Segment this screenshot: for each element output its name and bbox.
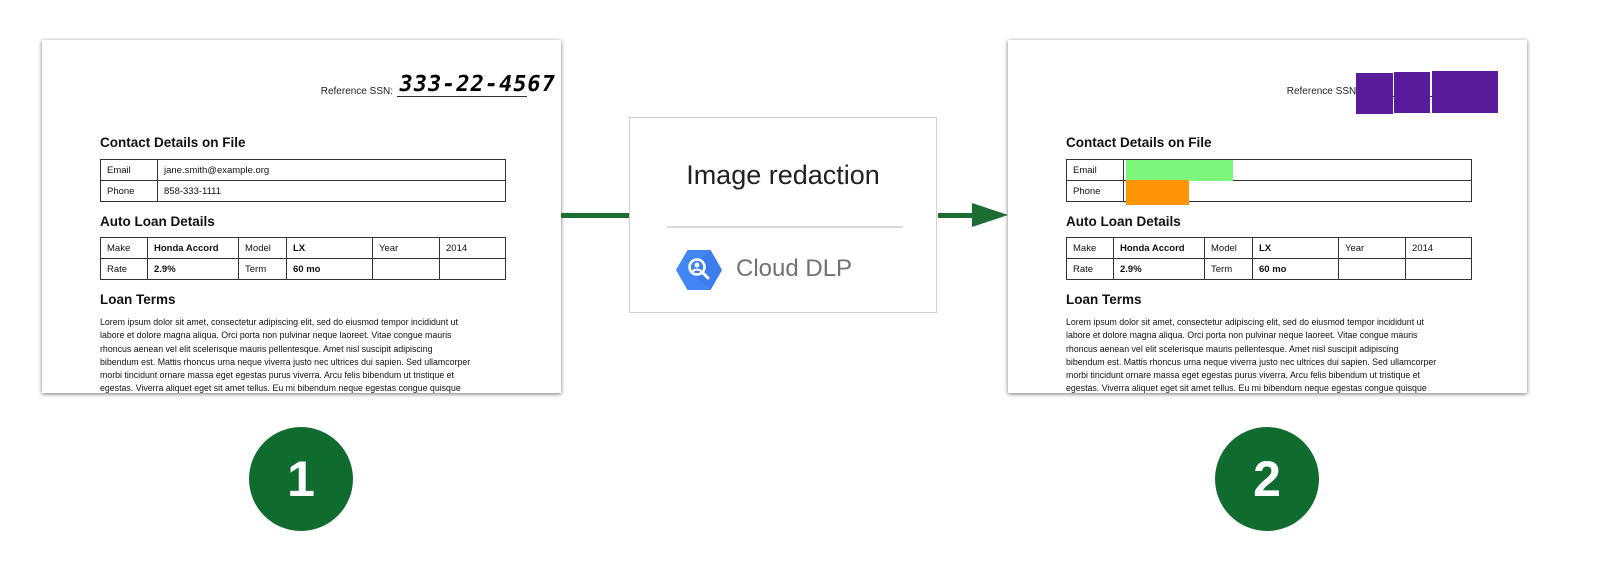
- loan-title: Auto Loan Details: [1066, 214, 1181, 229]
- email-value: jane.smith@example.org: [157, 159, 506, 181]
- redacted-document: Reference SSN: Contact Details on File E…: [1008, 40, 1527, 393]
- table-cell: Term: [238, 258, 287, 280]
- text-line: rhoncus aenean vel elit scelerisque maur…: [100, 343, 433, 354]
- table-cell: 2014: [439, 237, 506, 259]
- table-cell: Rate: [1066, 258, 1114, 280]
- table-cell: Year: [1338, 237, 1406, 259]
- table-cell: Rate: [100, 258, 148, 280]
- process-divider: [667, 226, 903, 228]
- ssn-handwritten: 333-22-4567: [396, 72, 558, 97]
- reference-ssn: Reference SSN: 333-22-4567: [320, 72, 558, 97]
- phone-value-redacted: [1123, 180, 1472, 202]
- text-line: rhoncus aenean vel elit scelerisque maur…: [1066, 343, 1399, 354]
- text-line: bibendum est. Mattis rhoncus urna neque …: [1066, 356, 1437, 367]
- ssn-line: 333-22-4567: [397, 72, 558, 97]
- email-label: Email: [1066, 159, 1124, 181]
- loan-terms-text: Lorem ipsum dolor sit amet, consectetur …: [1066, 316, 1466, 393]
- ssn-redaction-box: [1356, 73, 1393, 114]
- loan-table: Make Honda Accord Model LX Year 2014 Rat…: [100, 237, 506, 280]
- process-box: Image redaction Cloud DLP: [629, 117, 937, 313]
- cloud-dlp-icon: [676, 250, 722, 290]
- phone-label: Phone: [1066, 180, 1124, 202]
- process-title: Image redaction: [686, 160, 880, 190]
- step-1-badge: 1: [249, 427, 353, 531]
- table-row: Phone 858-333-1111: [100, 180, 506, 202]
- text-line: morbi tincidunt ornare massa eget egesta…: [1066, 370, 1421, 381]
- table-cell: Model: [1204, 237, 1253, 259]
- table-cell: Make: [1066, 237, 1114, 259]
- table-cell: [372, 258, 440, 280]
- contact-table: Email jane.smith@example.org Phone 858-3…: [100, 159, 506, 202]
- table-row: Email jane.smith@example.org: [100, 159, 506, 181]
- table-row: Make Honda Accord Model LX Year 2014: [1066, 237, 1472, 259]
- reference-ssn-label: Reference SSN:: [1286, 86, 1359, 97]
- reference-ssn-label: Reference SSN:: [320, 86, 393, 97]
- table-cell: LX: [1252, 237, 1339, 259]
- contact-title: Contact Details on File: [100, 135, 246, 150]
- email-label: Email: [100, 159, 158, 181]
- table-row: Make Honda Accord Model LX Year 2014: [100, 237, 506, 259]
- cloud-dlp-label: Cloud DLP: [736, 255, 853, 282]
- original-document: Reference SSN: 333-22-4567 Contact Detai…: [42, 40, 561, 393]
- text-line: labore et dolore magna aliqua. Orci port…: [100, 330, 452, 341]
- table-cell: Make: [100, 237, 148, 259]
- table-cell: Honda Accord: [147, 237, 239, 259]
- table-cell: [1405, 258, 1472, 280]
- table-row: Rate 2.9% Term 60 mo: [1066, 258, 1472, 280]
- loan-title: Auto Loan Details: [100, 214, 215, 229]
- contact-title: Contact Details on File: [1066, 135, 1212, 150]
- text-line: morbi tincidunt ornare massa eget egesta…: [100, 370, 455, 381]
- loan-terms-text: Lorem ipsum dolor sit amet, consectetur …: [100, 316, 500, 393]
- terms-title: Loan Terms: [1066, 292, 1142, 307]
- text-line: egestas. Viverra aliquet eget sit amet t…: [1066, 383, 1427, 393]
- text-line: egestas. Viverra aliquet eget sit amet t…: [100, 383, 461, 393]
- phone-label: Phone: [100, 180, 158, 202]
- arrow-head-icon: [972, 203, 1008, 227]
- table-cell: 60 mo: [286, 258, 373, 280]
- phone-redaction-box: [1126, 180, 1189, 205]
- table-cell: [439, 258, 506, 280]
- step-2-badge: 2: [1215, 427, 1319, 531]
- loan-table: Make Honda Accord Model LX Year 2014 Rat…: [1066, 237, 1472, 280]
- text-line: labore et dolore magna aliqua. Orci port…: [1066, 330, 1418, 341]
- text-line: Lorem ipsum dolor sit amet, consectetur …: [1066, 317, 1424, 327]
- arrow-line: [938, 213, 976, 218]
- table-cell: 2014: [1405, 237, 1472, 259]
- table-cell: Model: [238, 237, 287, 259]
- table-cell: Year: [372, 237, 440, 259]
- table-row: Phone: [1066, 180, 1472, 202]
- table-row: Rate 2.9% Term 60 mo: [100, 258, 506, 280]
- table-cell: [1338, 258, 1406, 280]
- table-cell: Term: [1204, 258, 1253, 280]
- table-cell: Honda Accord: [1113, 237, 1205, 259]
- table-cell: 60 mo: [1252, 258, 1339, 280]
- table-cell: 2.9%: [1113, 258, 1205, 280]
- ssn-redaction-box: [1394, 72, 1430, 113]
- text-line: bibendum est. Mattis rhoncus urna neque …: [100, 356, 471, 367]
- phone-value: 858-333-1111: [157, 180, 506, 202]
- ssn-redaction-box: [1432, 71, 1498, 113]
- table-cell: 2.9%: [147, 258, 239, 280]
- text-line: Lorem ipsum dolor sit amet, consectetur …: [100, 317, 458, 327]
- table-cell: LX: [286, 237, 373, 259]
- email-redaction-box: [1126, 160, 1233, 181]
- terms-title: Loan Terms: [100, 292, 176, 307]
- connector-line: [561, 213, 629, 218]
